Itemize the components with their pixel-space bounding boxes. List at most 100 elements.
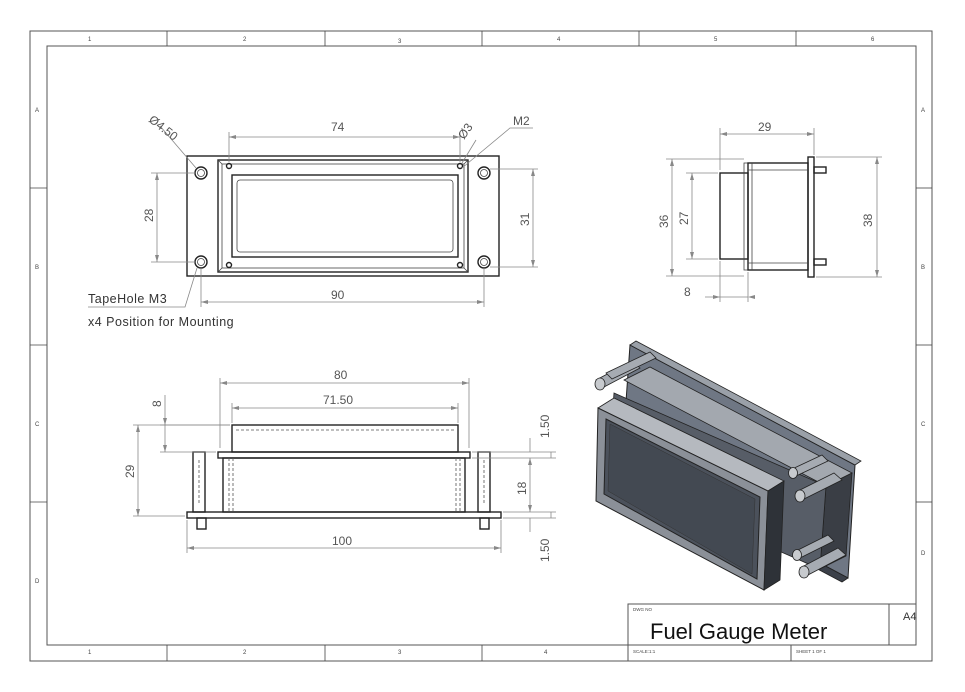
mount-hole-bl [194,255,208,269]
dim-36: 36 [657,158,744,277]
zone-right-b: B [921,265,925,271]
svg-text:38: 38 [861,213,875,227]
dim-71-50: 71.50 [231,393,459,423]
dim-31: 31 [490,168,538,268]
top-pcb [186,511,502,519]
zone-top-4: 4 [557,37,561,43]
screw-hole-tl [225,162,233,170]
svg-text:80: 80 [334,368,348,382]
standoff-left-bottom [196,517,207,530]
sheet-size: A4 [903,611,916,623]
top-view: 80 71.50 8 29 100 [123,368,556,562]
dim-38: 38 [816,156,882,278]
dim-29-side: 29 [719,120,815,170]
dim-80: 80 [219,368,470,448]
svg-text:18: 18 [515,481,529,495]
iso-standoff-tl2 [605,351,657,380]
svg-text:8: 8 [150,400,164,407]
dwg-no-label: DWG NO [633,607,652,612]
side-standoff-bottom [813,258,827,266]
isometric-view [594,340,862,591]
svg-text:90: 90 [331,288,345,302]
svg-text:M2: M2 [513,114,530,128]
front-screen [236,179,454,253]
zone-right-d: D [921,551,926,557]
zone-bottom-1: 1 [88,650,92,656]
dim-100: 100 [186,520,502,553]
svg-text:27: 27 [677,211,691,225]
svg-text:1.50: 1.50 [538,414,552,438]
zone-top-5: 5 [714,37,718,43]
zone-right-a: A [921,108,925,114]
svg-text:29: 29 [758,120,772,134]
svg-text:36: 36 [657,214,671,228]
zone-bottom-4: 4 [544,650,548,656]
top-body-plate [217,451,471,459]
svg-text:29: 29 [123,464,137,478]
zone-left-b: B [35,265,39,271]
mount-hole-tl [194,166,208,180]
iso-bezel-side [763,480,785,591]
scale-label: SCALE:1:1 [633,649,656,654]
top-bezel [231,424,459,453]
zone-bottom-3: 3 [398,650,402,656]
drawing-title: Fuel Gauge Meter [650,619,827,644]
screw-hole-tr [456,162,464,170]
mount-hole-br [477,255,491,269]
dim-dia-4-50: Ø4.50 [146,112,197,169]
dim-74: 74 [228,120,461,162]
svg-text:100: 100 [332,534,352,548]
inner-border [46,45,917,646]
mount-hole-tr [477,166,491,180]
svg-text:TapeHole M3: TapeHole M3 [88,292,167,306]
dim-right-stack: 1.50 18 1.50 [472,414,556,562]
dim-29-top: 29 [123,424,230,517]
dim-8-side: 8 [684,261,755,302]
svg-text:31: 31 [518,212,532,226]
sheet-label: SHEET 1 OF 1 [796,649,826,654]
side-body [747,162,809,271]
zone-top-6: 6 [871,37,875,43]
zone-top-1: 1 [88,37,92,43]
svg-text:28: 28 [142,208,156,222]
side-pcb [807,156,815,278]
mounting-note: TapeHole M3 x4 Position for Mounting [88,267,234,329]
iso-standoff-br [798,547,847,579]
iso-standoff-tr2 [788,454,829,479]
zone-left-c: C [35,422,40,428]
front-plate [186,155,500,277]
zone-top-2: 2 [243,37,247,43]
zone-left-a: A [35,108,39,114]
iso-standoff-br2 [792,534,835,561]
zone-left-d: D [35,579,40,585]
front-bezel [217,159,469,273]
svg-text:Ø4.50: Ø4.50 [146,112,181,143]
svg-text:Ø3: Ø3 [455,120,476,141]
dim-90: 90 [200,268,485,307]
zone-right-c: C [921,422,926,428]
svg-text:71.50: 71.50 [323,393,353,407]
front-view: 74 28 31 90 Ø4.50 [88,112,538,329]
svg-text:1.50: 1.50 [538,538,552,562]
iso-standoff-tr [794,472,843,503]
title-block: DWG NO Fuel Gauge Meter A4 SCALE:1:1 SHE… [627,603,917,661]
standoff-right-bottom [479,517,490,530]
svg-text:74: 74 [331,120,345,134]
outer-border [29,30,933,662]
zone-top-3: 3 [398,39,402,45]
side-view: 29 36 27 38 8 [657,120,882,302]
side-standoff-top [813,166,827,174]
front-screen-frame [231,174,459,258]
svg-text:8: 8 [684,285,691,299]
top-body [222,457,466,513]
svg-text:x4 Position for Mounting: x4 Position for Mounting [88,315,234,329]
zone-ticks [30,31,932,661]
screw-hole-br [456,261,464,269]
zone-bottom-2: 2 [243,650,247,656]
front-bezel-inner [221,163,465,269]
dim-28: 28 [142,172,195,263]
dim-27: 27 [677,172,718,260]
dim-8-top: 8 [150,395,230,453]
dim-thread-m2: M2 [461,114,533,169]
